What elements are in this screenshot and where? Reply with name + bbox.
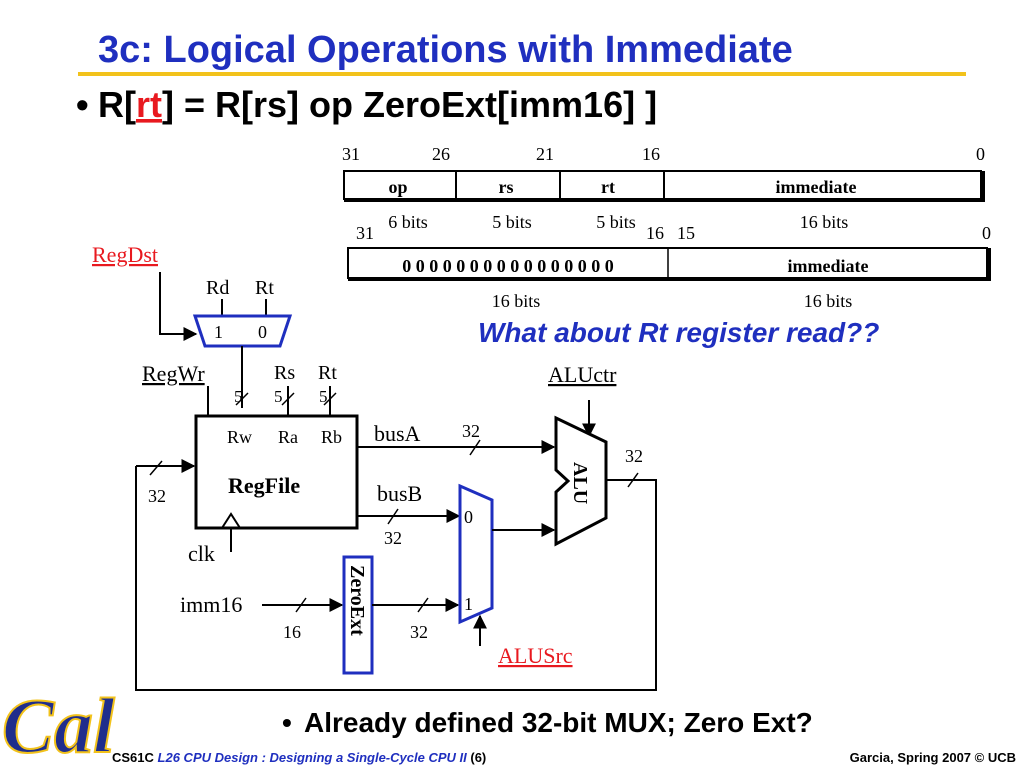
alu-block bbox=[554, 415, 608, 547]
field-immediate: immediate bbox=[776, 177, 857, 197]
svg-text:5 bits: 5 bits bbox=[492, 212, 532, 232]
rd-label: Rd bbox=[206, 277, 229, 299]
regdst-mux bbox=[192, 314, 293, 348]
regwr-label: RegWr bbox=[142, 361, 205, 386]
regdst-label: RegDst bbox=[92, 242, 158, 267]
imm16-label: imm16 bbox=[180, 592, 242, 617]
svg-text:6 bits: 6 bits bbox=[388, 212, 428, 232]
bullet-dot: • bbox=[76, 84, 89, 125]
regfile-block bbox=[194, 414, 359, 530]
clk-label: clk bbox=[188, 541, 215, 566]
svg-text:0: 0 bbox=[982, 223, 991, 243]
field-rt: rt bbox=[601, 177, 615, 197]
aluctr-label: ALUctr bbox=[548, 362, 617, 387]
svg-text:32: 32 bbox=[462, 421, 480, 441]
svg-text:5: 5 bbox=[234, 387, 243, 406]
zeroext-block bbox=[342, 555, 374, 675]
format2-bit-positions: 31 16 15 0 bbox=[356, 223, 991, 243]
regfile-label: RegFile bbox=[228, 473, 300, 498]
cal-logo: Cal bbox=[1, 681, 116, 768]
writeback-wire bbox=[135, 466, 657, 691]
footer-credit: Garcia, Spring 2007 © UCB bbox=[850, 750, 1016, 765]
svg-text:5 bits: 5 bits bbox=[596, 212, 636, 232]
field-immediate2: immediate bbox=[788, 256, 869, 276]
svg-text:1: 1 bbox=[214, 322, 223, 342]
svg-text:Rw: Rw bbox=[227, 427, 252, 447]
bullet-main: R[rt] = R[rs] op ZeroExt[imm16] ] bbox=[98, 84, 657, 125]
bottom-bullet: Already defined 32-bit MUX; Zero Ext? bbox=[304, 707, 813, 738]
format2-fields: 0 0 0 0 0 0 0 0 0 0 0 0 0 0 0 0 immediat… bbox=[402, 256, 868, 276]
alu-label: ALU bbox=[569, 462, 591, 504]
slide-title: 3c: Logical Operations with Immediate bbox=[98, 29, 793, 71]
regdst-wire bbox=[159, 272, 198, 341]
format1-box bbox=[343, 170, 982, 200]
svg-text:16: 16 bbox=[642, 144, 660, 164]
svg-text:1: 1 bbox=[464, 594, 473, 614]
zeroext-label: ZeroExt bbox=[346, 565, 368, 636]
format1-bit-positions: 31 26 21 16 0 bbox=[342, 144, 985, 164]
bullet-rt: rt bbox=[136, 84, 162, 125]
svg-text:16: 16 bbox=[283, 622, 301, 642]
field-op: op bbox=[388, 177, 407, 197]
svg-text:0: 0 bbox=[258, 322, 267, 342]
clk-symbol bbox=[221, 512, 241, 529]
width-5-labels: 5 5 5 bbox=[234, 387, 328, 406]
svg-text:32: 32 bbox=[410, 622, 428, 642]
svg-text:15: 15 bbox=[677, 223, 695, 243]
field-rs: rs bbox=[499, 177, 514, 197]
svg-text:Cal: Cal bbox=[2, 682, 115, 768]
question-text: What about Rt register read?? bbox=[478, 317, 879, 348]
svg-text:21: 21 bbox=[536, 144, 554, 164]
svg-text:31: 31 bbox=[342, 144, 360, 164]
svg-text:32: 32 bbox=[384, 528, 402, 548]
svg-text:16: 16 bbox=[646, 223, 664, 243]
format2-widths: 16 bits 16 bits bbox=[492, 291, 853, 311]
footer-left: CS61C L26 CPU Design : Designing a Singl… bbox=[112, 750, 486, 765]
svg-text:16 bits: 16 bits bbox=[492, 291, 541, 311]
alusrc-mux bbox=[458, 483, 494, 625]
bottom-bullet-dot: • bbox=[282, 707, 292, 738]
svg-text:Rb: Rb bbox=[321, 427, 342, 447]
rs-label: Rs bbox=[274, 362, 295, 384]
svg-text:31: 31 bbox=[356, 223, 374, 243]
svg-text:Ra: Ra bbox=[278, 427, 298, 447]
svg-text:0: 0 bbox=[976, 144, 985, 164]
busb-label: busB bbox=[377, 481, 422, 506]
title-underline bbox=[78, 72, 966, 76]
svg-text:16 bits: 16 bits bbox=[800, 212, 849, 232]
format1-widths: 6 bits 5 bits 5 bits 16 bits bbox=[388, 212, 848, 232]
svg-text:16 bits: 16 bits bbox=[804, 291, 853, 311]
svg-text:0: 0 bbox=[464, 507, 473, 527]
rt-label-2: Rt bbox=[318, 362, 337, 384]
svg-text:32: 32 bbox=[625, 446, 643, 466]
format1-fields: op rs rt immediate bbox=[388, 177, 856, 197]
rt-label: Rt bbox=[255, 277, 274, 299]
svg-text:5: 5 bbox=[274, 387, 283, 406]
busa-label: busA bbox=[374, 421, 421, 446]
field-zeros: 0 0 0 0 0 0 0 0 0 0 0 0 0 0 0 0 bbox=[402, 256, 614, 276]
svg-text:32: 32 bbox=[148, 486, 166, 506]
svg-text:26: 26 bbox=[432, 144, 450, 164]
alusrc-label: ALUSrc bbox=[498, 643, 573, 668]
svg-text:5: 5 bbox=[319, 387, 328, 406]
